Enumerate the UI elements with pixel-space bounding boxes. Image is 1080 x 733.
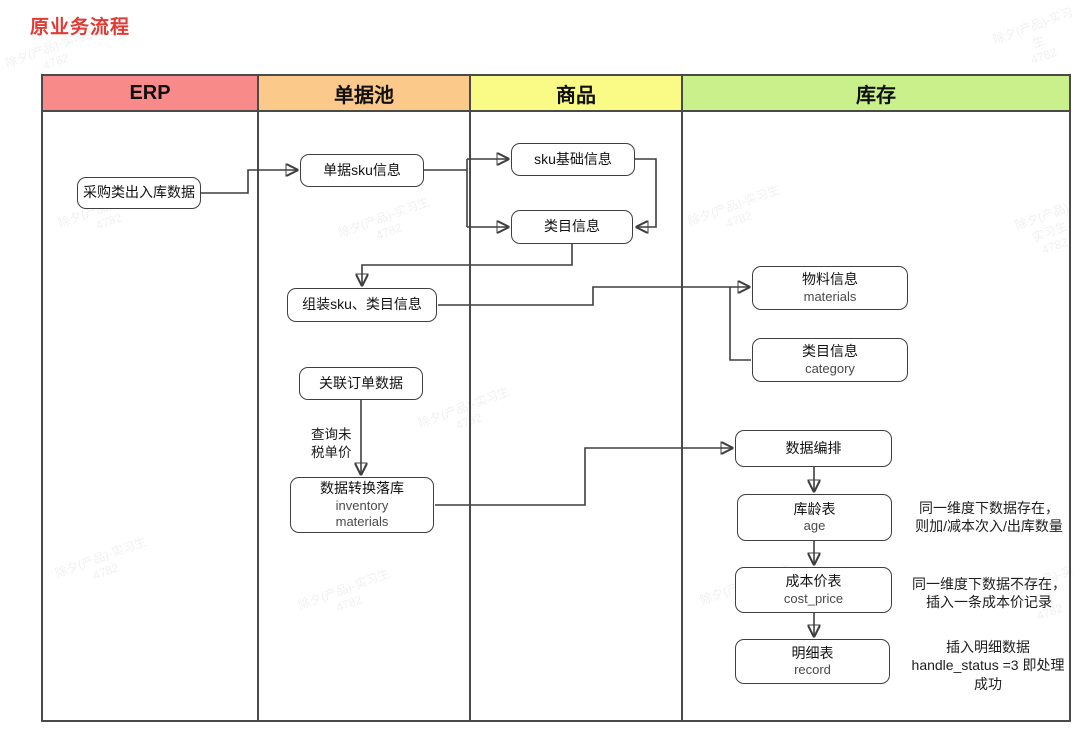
node-sku-base-info: sku基础信息 — [511, 143, 635, 176]
annotation-line: 插入明细数据 — [946, 639, 1030, 655]
node-label: sku基础信息 — [534, 150, 612, 167]
swimlane-table: ERP 单据池 商品 库存 — [41, 74, 1071, 722]
node-sub: category — [805, 360, 855, 376]
node-label: 组装sku、类目信息 — [302, 296, 422, 313]
node-sub: inventory — [335, 497, 389, 513]
lane-header-shangpin: 商品 — [471, 76, 683, 110]
annotation-line: 同一维度下数据存在， — [919, 500, 1059, 516]
node-sub: age — [803, 518, 826, 534]
lane-header-danjuchi: 单据池 — [259, 76, 471, 110]
watermark: 除夕(产品)-实习生 4782 — [991, 4, 1075, 68]
node-label: 类目信息 — [802, 343, 858, 360]
node-assemble-sku-category: 组装sku、类目信息 — [287, 288, 437, 322]
lane-divider — [469, 112, 471, 720]
annotation-line: handle_status =3 即处理 — [911, 657, 1065, 674]
node-sub: materials — [335, 513, 389, 529]
annotation-line: 成功 — [974, 675, 1002, 692]
annotation-line: 同一维度下数据不存在， — [912, 576, 1066, 592]
node-label: 单据sku信息 — [323, 161, 401, 178]
annotation-cost-rule: 同一维度下数据不存在， 插入一条成本价记录 — [905, 575, 1073, 612]
edge-label-query-untaxed-price: 查询未 税单价 — [311, 426, 352, 462]
edge-label-line: 查询未 — [311, 427, 352, 442]
node-label: 数据编排 — [785, 439, 842, 456]
lane-header-kucun: 库存 — [683, 76, 1069, 110]
node-category-info: 类目信息 — [511, 210, 633, 244]
node-label: 类目信息 — [544, 218, 600, 235]
node-label: 库龄表 — [793, 500, 836, 517]
lane-divider — [257, 112, 259, 720]
node-order-sku-info: 单据sku信息 — [300, 154, 424, 187]
node-label: 数据转换落库 — [320, 480, 404, 496]
node-label: 采购类出入库数据 — [83, 184, 195, 201]
node-data-orchestration: 数据编排 — [735, 430, 892, 467]
lane-header-erp: ERP — [43, 76, 259, 110]
annotation-line: 插入一条成本价记录 — [926, 594, 1052, 611]
node-category-table: 类目信息 category — [752, 338, 908, 382]
node-label: 物料信息 — [802, 271, 858, 288]
node-materials-table: 物料信息 materials — [752, 266, 908, 310]
node-sub: cost_price — [783, 590, 844, 606]
node-sub: record — [794, 662, 831, 678]
node-age-table: 库龄表 age — [737, 494, 892, 541]
annotation-record-rule: 插入明细数据 handle_status =3 即处理 成功 — [906, 638, 1070, 693]
edge-label-line: 税单价 — [311, 445, 352, 461]
annotation-age-rule: 同一维度下数据存在， 则加/减本次入/出库数量 — [903, 499, 1075, 536]
node-label: 成本价表 — [785, 573, 842, 590]
lane-header-row: ERP 单据池 商品 库存 — [43, 76, 1069, 112]
node-cost-price-table: 成本价表 cost_price — [735, 567, 892, 613]
node-purchase-outbound-data: 采购类出入库数据 — [77, 177, 201, 209]
node-label: 明细表 — [791, 644, 834, 661]
node-record-table: 明细表 record — [735, 639, 890, 684]
node-data-transform-store: 数据转换落库 inventory materials — [290, 477, 434, 533]
page-title: 原业务流程 — [30, 17, 131, 38]
node-related-order-data: 关联订单数据 — [299, 367, 423, 400]
lane-divider — [681, 112, 683, 720]
node-label: 关联订单数据 — [319, 374, 403, 391]
node-sub: materials — [803, 288, 857, 304]
annotation-line: 则加/减本次入/出库数量 — [915, 518, 1063, 535]
